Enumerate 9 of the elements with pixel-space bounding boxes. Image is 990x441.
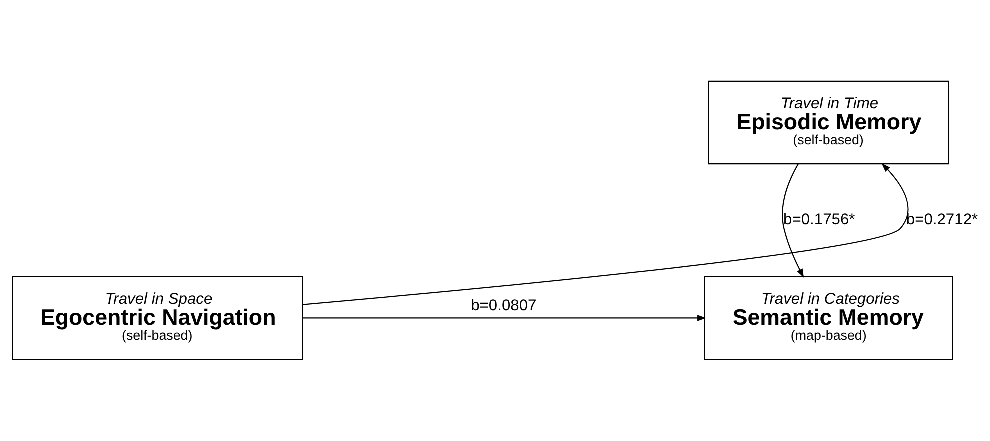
- arrow: [782, 164, 804, 278]
- arrow: [302, 315, 706, 322]
- edge-label: b=0.2712*: [906, 212, 978, 229]
- node-box: Travel in Space Egocentric Navigation (self-based): [12, 276, 304, 360]
- node-box: Travel in Time Episodic Memory (self-based): [708, 80, 950, 165]
- node-box: Travel in Categories Semantic Memory (map-based): [704, 276, 954, 360]
- edge-label: b=0.1756*: [784, 212, 856, 229]
- edge-label: b=0.0807: [471, 298, 537, 315]
- arrow: [303, 163, 908, 306]
